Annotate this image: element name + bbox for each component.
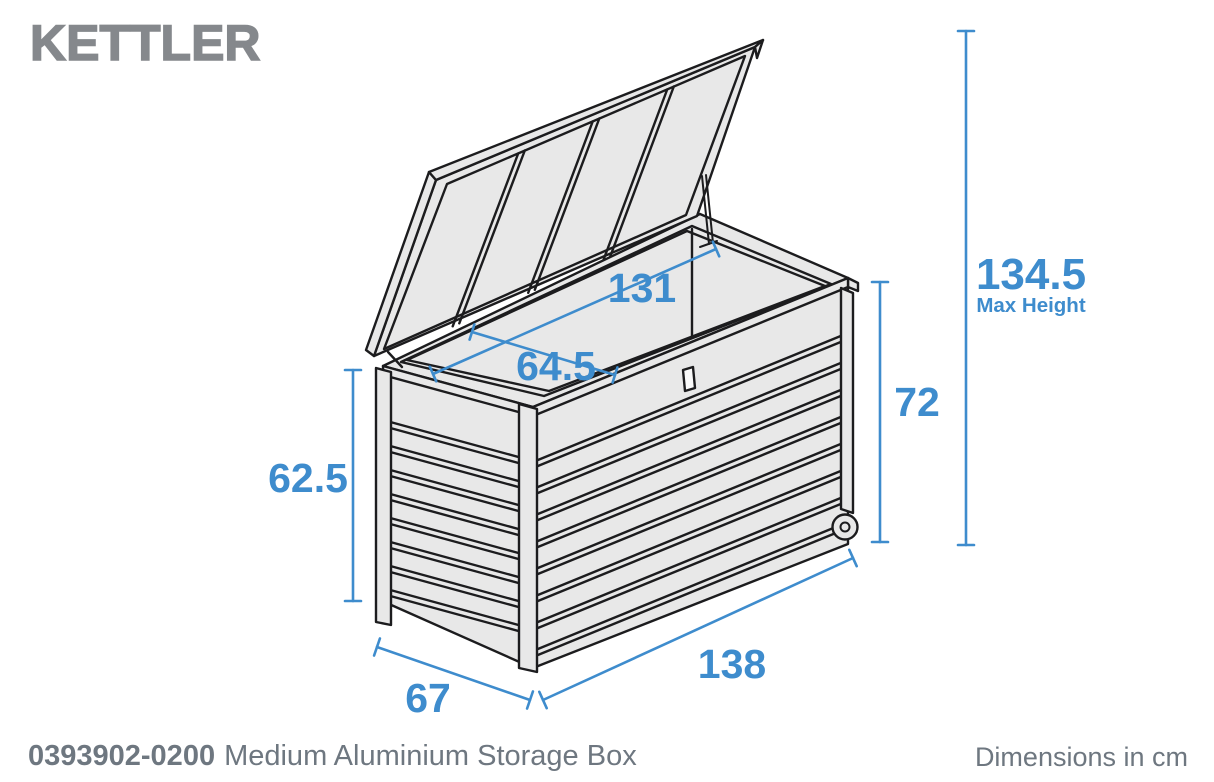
dimension-line-box-height: [870, 280, 890, 544]
dimension-line-overall-length: [538, 548, 858, 710]
dimension-line-max-height: [956, 29, 976, 547]
product-name: Medium Aluminium Storage Box: [224, 740, 637, 772]
rear-left-leg: [374, 366, 393, 627]
dimension-label-interior-length: 131: [608, 265, 676, 311]
rear-right-leg: [839, 286, 855, 515]
dimension-label-overall-depth: 67: [405, 675, 451, 721]
dimension-line-interior-length: [428, 240, 721, 383]
dimension-sublabel-max-height: Max Height: [976, 294, 1086, 317]
dimension-lines: [343, 29, 976, 710]
front-face-slats: [531, 331, 850, 659]
units-note: Dimensions in cm: [974, 742, 1188, 772]
dimension-line-overall-depth: [372, 637, 535, 710]
box-lid-open: [364, 38, 765, 369]
dimension-labels: 131 64.5 62.5 72 134.5 Max Height 67 138: [268, 250, 1086, 721]
left-face-slats: [381, 418, 535, 637]
dimension-line-interior-depth: [468, 323, 619, 384]
lid-cross-braces: [451, 85, 675, 328]
dimension-label-interior-depth: 64.5: [516, 343, 596, 389]
dimension-label-panel-height: 62.5: [268, 455, 348, 501]
box-left-face: [381, 364, 535, 670]
caster-wheel: [831, 513, 859, 541]
storage-box-outline: [364, 38, 860, 674]
lock-slot: [681, 365, 697, 393]
dimension-label-box-height: 72: [894, 379, 940, 425]
dimension-label-max-height: 134.5: [976, 250, 1086, 299]
front-corner-post: [517, 402, 539, 674]
dimension-label-overall-length: 138: [698, 641, 766, 687]
dimension-line-panel-height: [343, 368, 363, 603]
product-code: 0393902-0200: [28, 740, 216, 772]
kettler-logo: KETTLER: [29, 14, 261, 72]
box-front-face: [531, 276, 850, 670]
